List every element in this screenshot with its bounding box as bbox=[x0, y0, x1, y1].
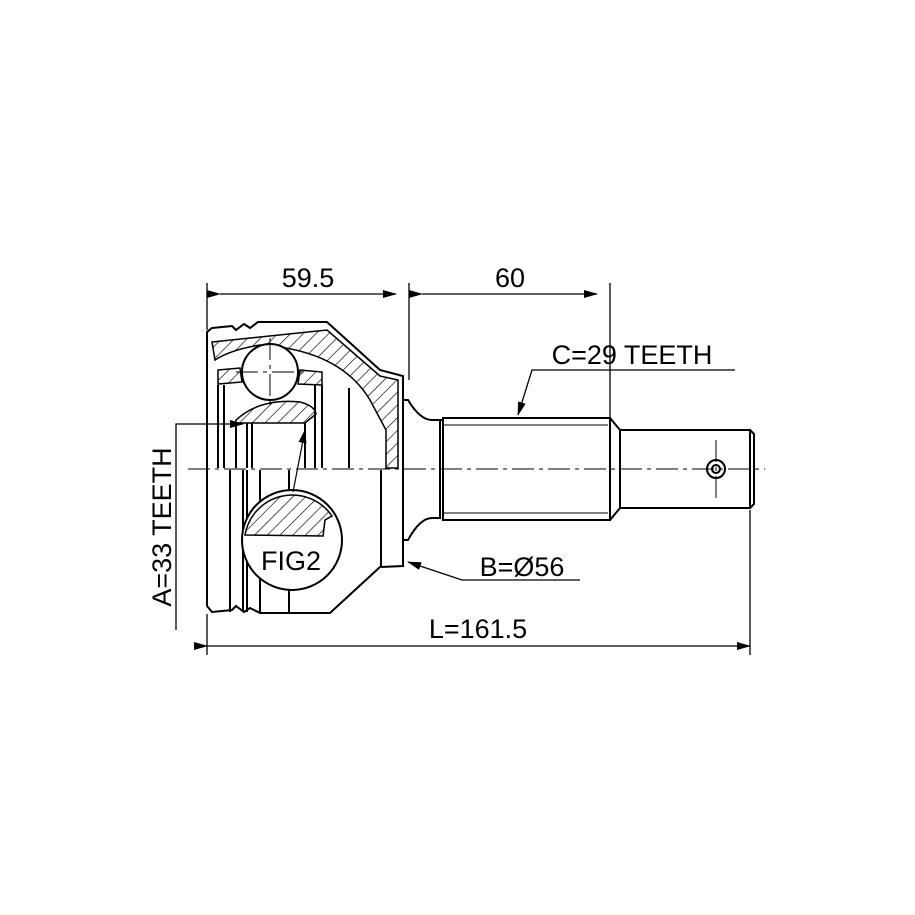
shaft-neck bbox=[403, 399, 441, 541]
fig2-detail bbox=[241, 429, 343, 591]
leader-a bbox=[175, 420, 244, 630]
dim-outer-spline: C=29 TEETH bbox=[552, 340, 713, 370]
inner-race bbox=[235, 400, 317, 424]
fig2-label: FIG2 bbox=[261, 546, 321, 576]
dim-housing-length: 59.5 bbox=[282, 263, 335, 293]
dim-total-length: L=161.5 bbox=[429, 614, 527, 644]
dim-inner-spline: A=33 TEETH bbox=[147, 447, 177, 606]
dim-outer-diameter: B=Ø56 bbox=[480, 552, 565, 582]
dim-shaft-length: 60 bbox=[495, 263, 525, 293]
cage-left bbox=[217, 367, 243, 385]
housing-section bbox=[211, 329, 399, 469]
leader-b bbox=[407, 561, 580, 581]
leader-c bbox=[517, 369, 735, 416]
